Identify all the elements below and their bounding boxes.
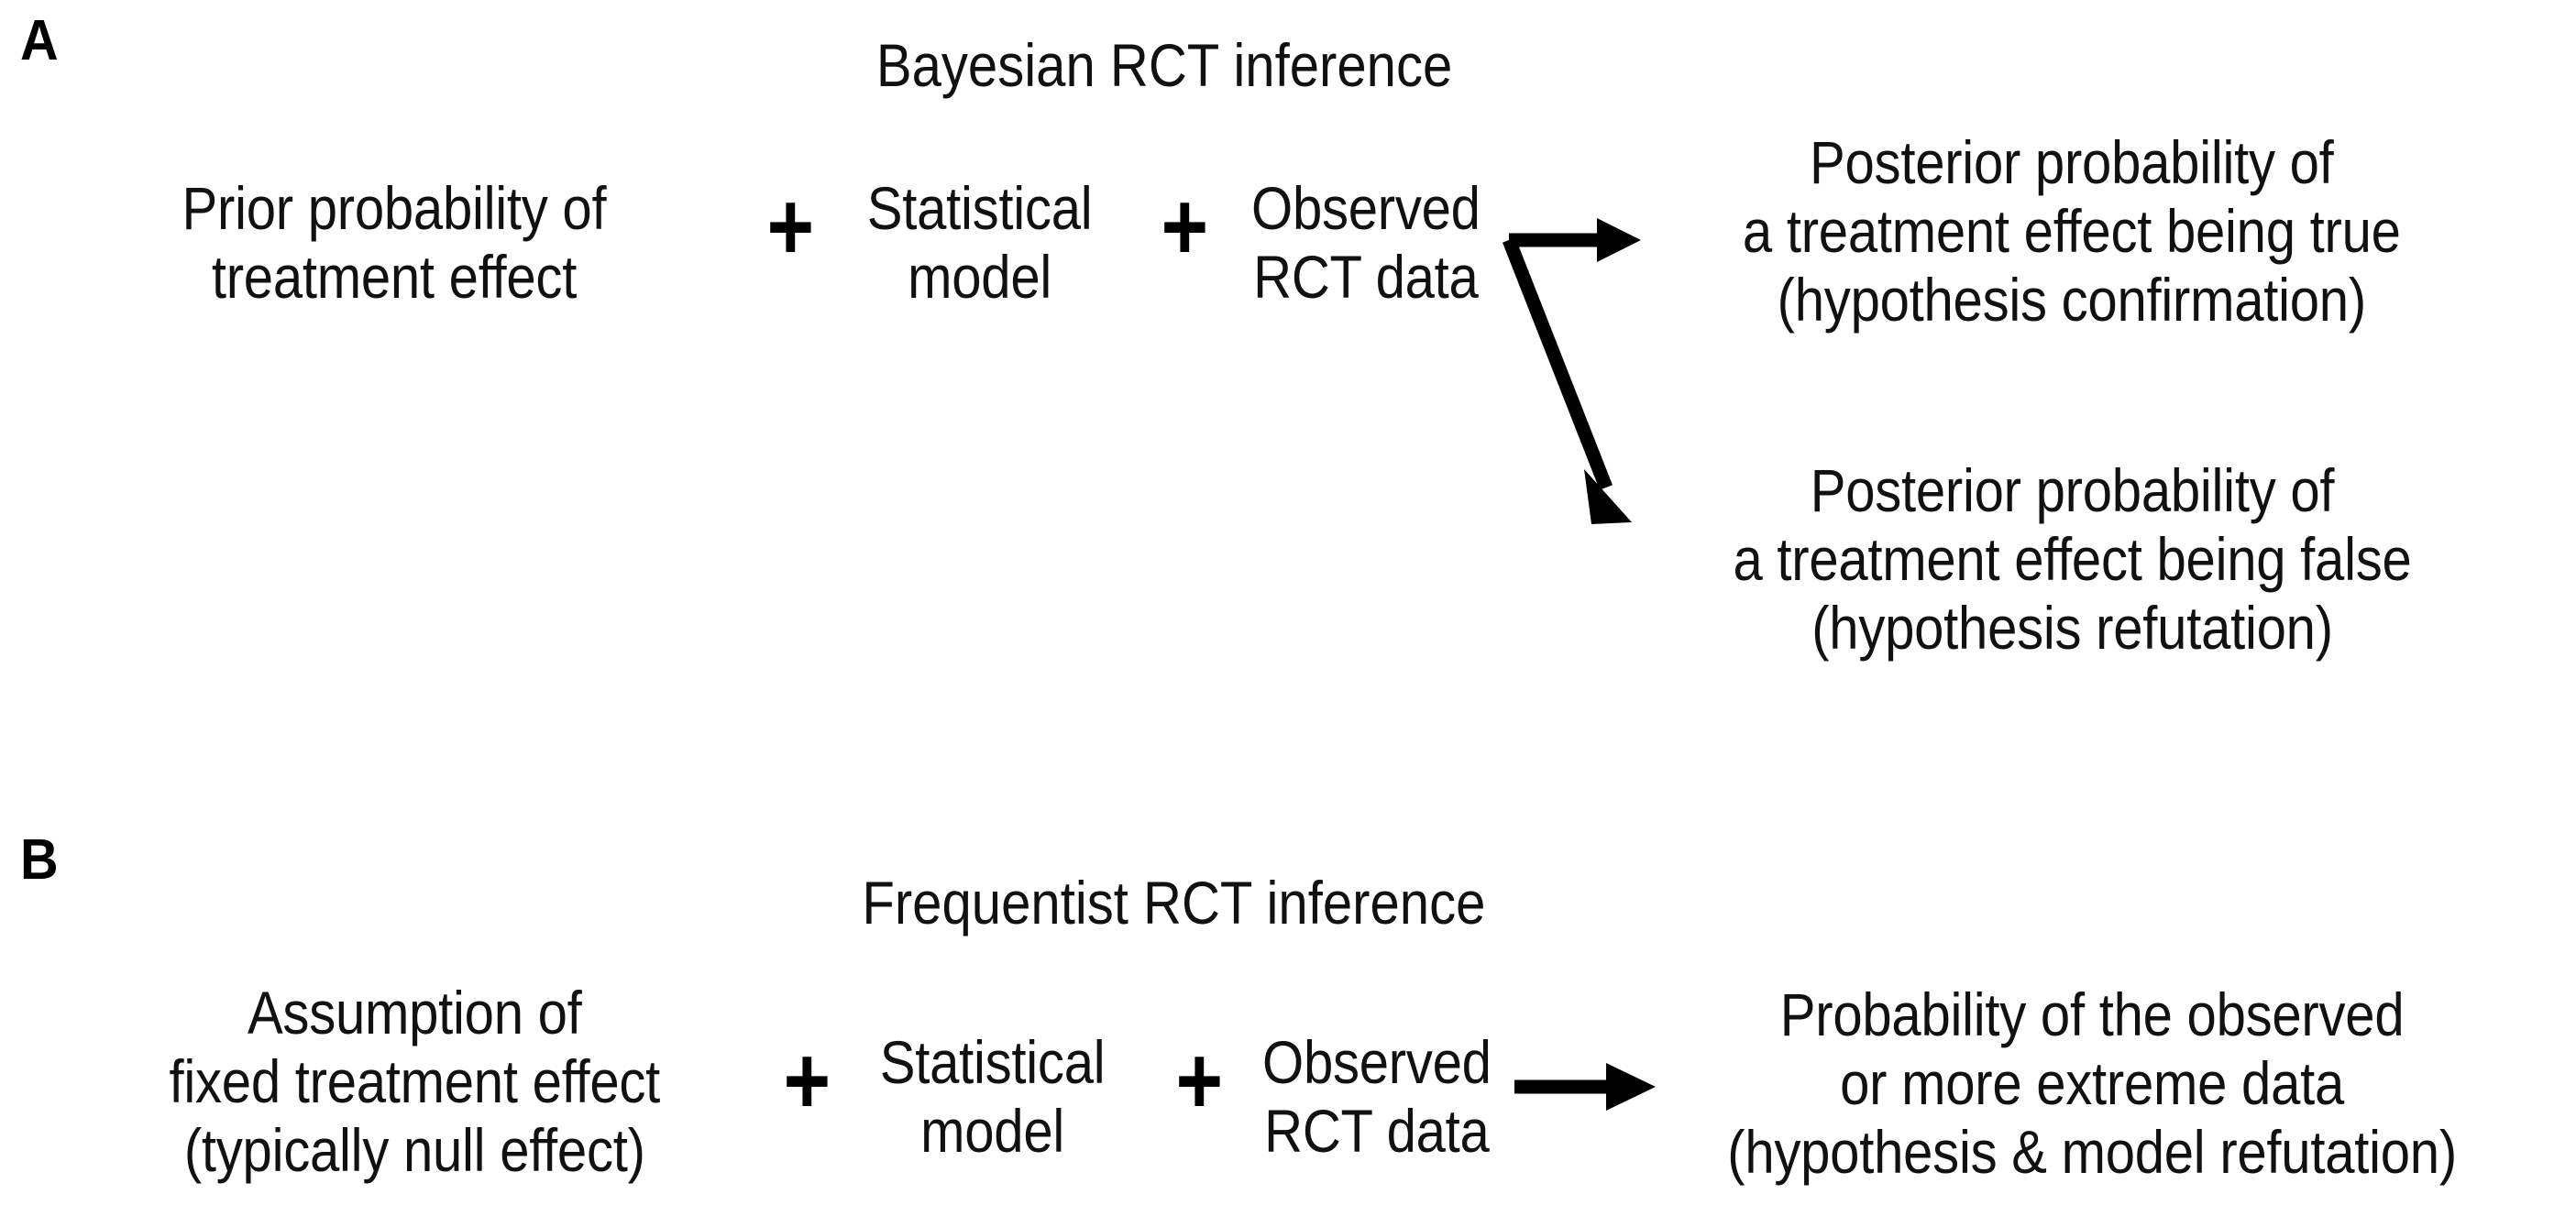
panel-b-input-assumption-line-1: Assumption of: [247, 979, 582, 1046]
panel-a-input-prior-line-1: Prior probability of: [182, 174, 607, 242]
panel-b-input-data-line-1: Observed: [1262, 1028, 1492, 1096]
panel-b-output-line-2: or more extreme data: [1840, 1049, 2345, 1118]
panel-b-input-data: Observed RCT data: [1262, 1028, 1492, 1166]
panel-b-arrow: [1514, 1063, 1656, 1111]
panel-a-plus-2: +: [1161, 172, 1209, 282]
panel-a-arrow-shaft-diagonal: [1503, 237, 1613, 490]
panel-a-input-data: Observed RCT data: [1251, 174, 1481, 312]
panel-a-output-true-line-3: (hypothesis confirmation): [1777, 266, 2366, 334]
panel-b-input-data-line-2: RCT data: [1264, 1097, 1490, 1166]
panel-b-output-line-3: (hypothesis & model refutation): [1727, 1118, 2457, 1187]
panel-a-plus-1: +: [766, 172, 815, 282]
panel-a-output-true-line-2: a treatment effect being true: [1742, 197, 2401, 266]
panel-a-output-true-line-1: Posterior probability of: [1810, 128, 2334, 196]
panel-b-input-assumption-line-3: (typically null effect): [183, 1116, 645, 1185]
panel-b-input-model: Statistical model: [879, 1028, 1105, 1166]
panel-a-title: Bayesian RCT inference: [875, 31, 1453, 99]
panel-a-input-data-line-2: RCT data: [1253, 243, 1479, 312]
panel-a-input-data-line-1: Observed: [1251, 174, 1481, 242]
panel-a-output-posterior-false: Posterior probability of a treatment eff…: [1733, 456, 2411, 663]
panel-a-input-model: Statistical model: [866, 174, 1092, 312]
panel-a-input-model-line-2: model: [907, 243, 1051, 312]
panel-a-input-model-line-1: Statistical: [866, 174, 1092, 242]
panel-b-input-model-line-2: model: [919, 1097, 1064, 1166]
panel-a-input-prior: Prior probability of treatment effect: [182, 174, 607, 312]
panel-a-output-false-line-3: (hypothesis refutation): [1811, 594, 2333, 663]
panel-b-output-p-value: Probability of the observed or more extr…: [1727, 981, 2457, 1188]
panel-b-input-assumption-line-2: fixed treatment effect: [169, 1047, 660, 1116]
panel-a-arrow-head-horizontal: [1597, 218, 1641, 262]
panel-b-output-line-1: Probability of the observed: [1779, 981, 2405, 1048]
panel-label-a: A: [20, 9, 59, 72]
panel-b-title: Frequentist RCT inference: [861, 869, 1485, 937]
panel-a-output-false-line-1: Posterior probability of: [1810, 456, 2334, 524]
panel-b-plus-1: +: [783, 1026, 831, 1136]
panel-a-arrow-head-diagonal: [1584, 469, 1632, 524]
panel-label-b: B: [20, 828, 59, 892]
panel-b-input-assumption: Assumption of fixed treatment effect (ty…: [169, 979, 660, 1186]
panel-a-output-posterior-true: Posterior probability of a treatment eff…: [1743, 128, 2401, 335]
panel-b-plus-2: +: [1175, 1026, 1224, 1136]
panel-b-input-model-line-1: Statistical: [879, 1028, 1105, 1096]
panel-a-output-false-line-2: a treatment effect being false: [1732, 525, 2412, 594]
panel-a-input-prior-line-2: treatment effect: [211, 243, 578, 312]
panel-b-arrow-head: [1606, 1063, 1656, 1111]
panel-a-branching-arrow: [1503, 218, 1641, 524]
